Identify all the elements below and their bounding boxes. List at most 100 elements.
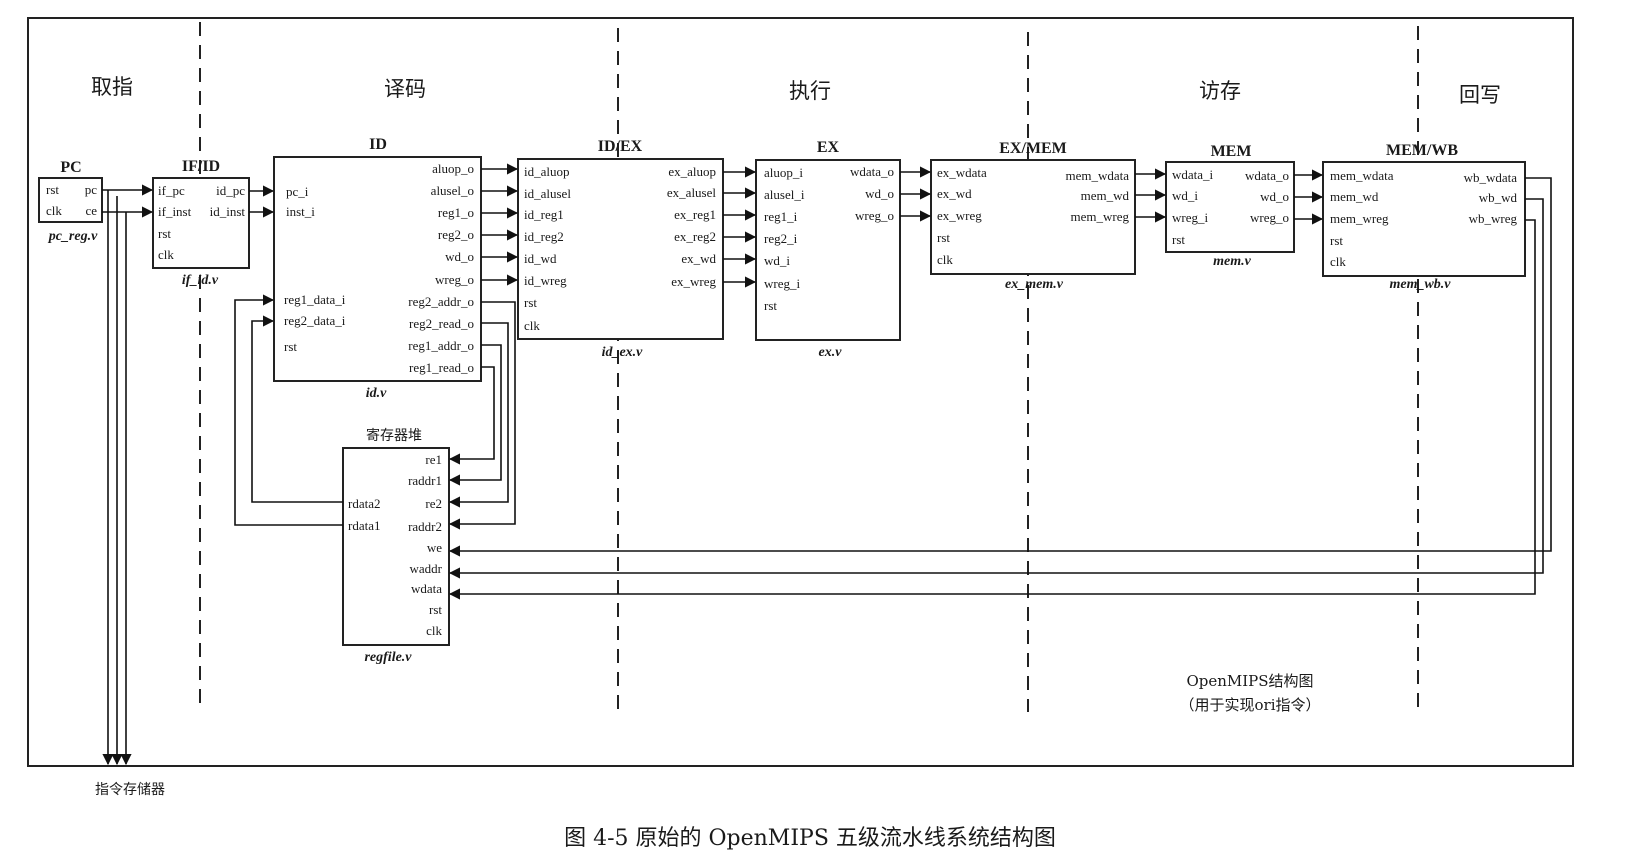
module-if-id: IF/ID if_pc if_inst rst clk id_pc id_ins… <box>152 158 250 288</box>
wire-reg1-read <box>448 366 495 465</box>
port-label: id_wreg <box>524 273 567 288</box>
port-label: rst <box>1330 233 1343 248</box>
port-label: reg1_data_i <box>284 292 346 307</box>
module-file: ex_mem.v <box>1005 277 1064 292</box>
instruction-memory-label: 指令存储器 <box>95 782 165 798</box>
port-label: clk <box>524 318 540 333</box>
module-title: IF/ID <box>182 158 220 175</box>
wire-wb-wd-to-waddr <box>448 198 1544 579</box>
port-label: raddr2 <box>408 519 442 534</box>
stage-label-id: 译码 <box>384 77 426 101</box>
port-label: ex_wdata <box>937 165 987 180</box>
port-label: reg2_addr_o <box>408 294 474 309</box>
port-label: mem_wdata <box>1065 168 1129 183</box>
port-label: inst_i <box>286 204 315 219</box>
port-label: rst <box>429 602 442 617</box>
port-label: mem_wd <box>1330 189 1379 204</box>
wire-reg2-read <box>448 322 509 508</box>
port-label: ex_wreg <box>937 208 982 223</box>
port-label: clk <box>46 203 62 218</box>
port-label: ex_alusel <box>667 185 716 200</box>
diagram-note-line1: OpenMIPS结构图 <box>1186 672 1313 690</box>
module-title: ID/EX <box>598 138 643 155</box>
module-title: EX <box>817 139 840 156</box>
port-label: ex_aluop <box>668 164 716 179</box>
port-label: clk <box>937 252 953 267</box>
port-label: id_pc <box>216 183 245 198</box>
port-label: id_aluop <box>524 164 570 179</box>
figure-caption: 图 4-5 原始的 OpenMIPS 五级流水线系统结构图 <box>564 826 1056 851</box>
port-label: if_pc <box>158 183 185 198</box>
module-title: MEM <box>1211 143 1252 160</box>
port-label: ce <box>85 203 97 218</box>
port-label: id_inst <box>210 204 246 219</box>
port-label: clk <box>426 623 442 638</box>
stage-label-wb: 回写 <box>1459 83 1501 107</box>
connections <box>102 163 1552 766</box>
port-label: rst <box>46 182 59 197</box>
port-label: wb_wdata <box>1464 170 1518 185</box>
module-file: id.v <box>366 386 387 401</box>
port-label: reg1_addr_o <box>408 338 474 353</box>
module-file: if_id.v <box>182 273 219 288</box>
port-label: we <box>427 540 442 555</box>
port-label: id_alusel <box>524 186 571 201</box>
module-id-ex: ID/EX id_aluop id_alusel id_reg1 id_reg2… <box>517 138 724 360</box>
module-file: pc_reg.v <box>48 229 98 244</box>
port-label: rst <box>524 295 537 310</box>
port-label: reg1_read_o <box>409 360 474 375</box>
port-label: clk <box>158 247 174 262</box>
wire-wb-wdata-to-wdata <box>448 219 1536 600</box>
module-file: regfile.v <box>364 650 412 665</box>
module-regfile: 寄存器堆 rdata2 rdata1 re1 raddr1 re2 raddr2… <box>342 427 450 665</box>
port-label: reg1_o <box>438 205 474 220</box>
port-label: rdata1 <box>348 518 380 533</box>
port-label: wd_i <box>764 253 790 268</box>
port-label: wdata_o <box>850 164 894 179</box>
port-label: wd_o <box>1260 189 1289 204</box>
wire-rdata1 <box>234 294 343 526</box>
port-label: ex_wd <box>937 186 972 201</box>
port-label: ex_reg2 <box>674 229 716 244</box>
port-label: mem_wdata <box>1330 168 1394 183</box>
module-id: ID pc_i inst_i reg1_data_i reg2_data_i r… <box>273 136 482 401</box>
port-label: rst <box>937 230 950 245</box>
port-label: re2 <box>425 496 442 511</box>
port-label: reg1_i <box>764 209 798 224</box>
port-label: wd_o <box>865 186 894 201</box>
port-label: re1 <box>425 452 442 467</box>
wire-wb-wreg-to-we <box>448 177 1552 557</box>
port-label: rst <box>1172 232 1185 247</box>
port-label: raddr1 <box>408 473 442 488</box>
port-label: reg2_i <box>764 231 798 246</box>
port-label: aluop_o <box>432 161 474 176</box>
port-label: id_reg1 <box>524 207 564 222</box>
module-file: id_ex.v <box>602 345 644 360</box>
module-title: PC <box>60 159 81 176</box>
wire-reg1-addr <box>448 344 502 486</box>
port-label: wb_wreg <box>1469 211 1518 226</box>
port-label: wreg_i <box>1172 210 1208 225</box>
module-ex-mem: EX/MEM ex_wdata ex_wd ex_wreg rst clk me… <box>930 140 1136 292</box>
port-label: wreg_o <box>1250 210 1289 225</box>
port-label: waddr <box>410 561 443 576</box>
module-ex: EX aluop_i alusel_i reg1_i reg2_i wd_i w… <box>755 139 901 360</box>
port-label: wd_o <box>445 249 474 264</box>
module-file: mem.v <box>1213 254 1251 269</box>
port-label: mem_wreg <box>1330 211 1389 226</box>
port-label: wreg_o <box>855 208 894 223</box>
port-label: wd_i <box>1172 188 1198 203</box>
port-label: pc <box>85 182 98 197</box>
port-label: reg2_data_i <box>284 313 346 328</box>
port-label: ex_reg1 <box>674 207 716 222</box>
port-label: aluop_i <box>764 165 803 180</box>
port-label: reg2_o <box>438 227 474 242</box>
port-label: ex_wreg <box>671 274 716 289</box>
port-label: wdata <box>411 581 442 596</box>
port-label: reg2_read_o <box>409 316 474 331</box>
module-title: ID <box>369 136 387 153</box>
port-label: id_wd <box>524 251 557 266</box>
stage-separators <box>199 22 1419 712</box>
module-file: ex.v <box>819 345 843 360</box>
